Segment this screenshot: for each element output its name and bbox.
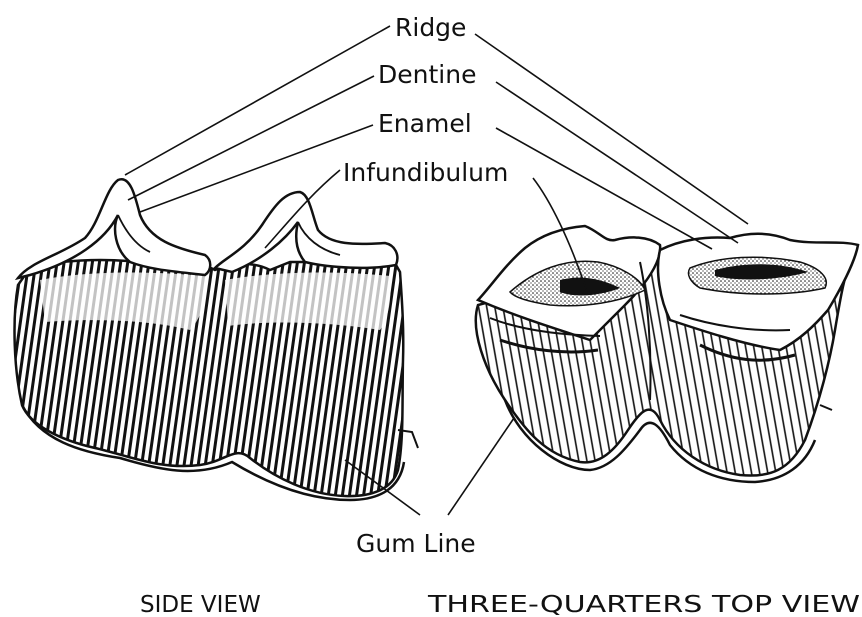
enamel-leader-left <box>140 125 373 212</box>
ridge-leader-left <box>125 26 390 175</box>
caption-top-view: THREE-QUARTERS TOP VIEW <box>427 592 860 617</box>
top-view-tooth <box>476 226 858 482</box>
dentine-leader-right <box>496 82 738 243</box>
enamel-leader-right <box>496 128 712 249</box>
label-dentine: Dentine <box>378 60 476 89</box>
side-tooth-right-cusp <box>215 192 397 272</box>
label-infundibulum: Infundibulum <box>343 158 508 187</box>
caption-side-view: SIDE VIEW <box>140 592 261 617</box>
label-ridge: Ridge <box>395 13 466 42</box>
label-gum-line: Gum Line <box>356 529 476 558</box>
gum-line-leader-right <box>448 418 514 515</box>
ridge-leader-right <box>475 34 748 224</box>
label-enamel: Enamel <box>378 109 472 138</box>
side-view-tooth <box>15 179 418 500</box>
